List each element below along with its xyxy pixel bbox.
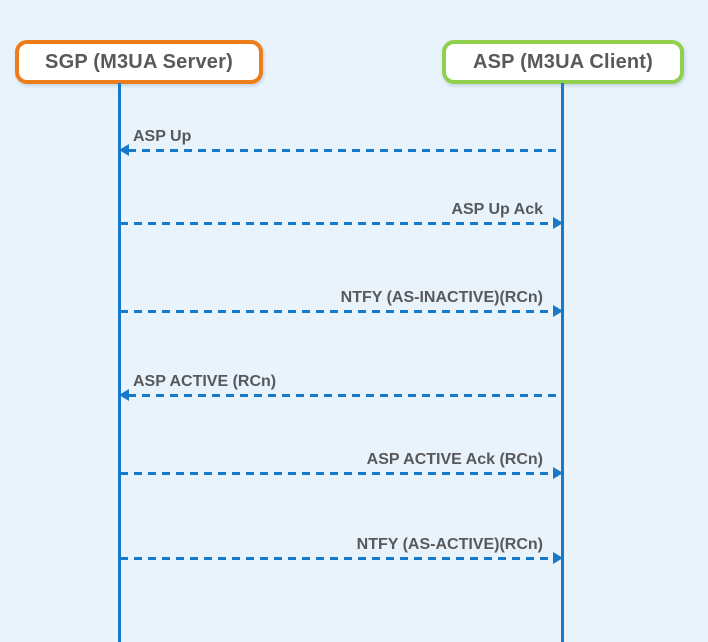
message-label: ASP ACTIVE Ack (RCn): [366, 451, 543, 468]
dashed-arrow-line: [120, 221, 554, 225]
dashed-arrow-line: [120, 309, 554, 313]
arrowhead-right-icon: [553, 467, 563, 479]
asp-lifeline: [561, 83, 564, 642]
dashed-arrow-line: [128, 393, 562, 397]
arrowhead-left-icon: [119, 144, 129, 156]
actor-box-sgp-server: SGP (M3UA Server): [15, 40, 263, 84]
message-label: NTFY (AS-INACTIVE)(RCn): [340, 289, 543, 306]
sgp-lifeline: [118, 83, 121, 642]
arrowhead-right-icon: [553, 217, 563, 229]
dashed-arrow-line: [120, 471, 554, 475]
message-label: ASP ACTIVE (RCn): [133, 373, 277, 390]
dashed-arrow-line: [120, 556, 554, 560]
message-label: NTFY (AS-ACTIVE)(RCn): [356, 536, 543, 553]
actor-box-asp-client: ASP (M3UA Client): [442, 40, 684, 84]
message-label: ASP Up Ack: [451, 201, 543, 218]
arrowhead-right-icon: [553, 552, 563, 564]
arrowhead-right-icon: [553, 305, 563, 317]
actor-sgp-label: SGP (M3UA Server): [45, 50, 233, 73]
dashed-arrow-line: [128, 148, 562, 152]
arrowhead-left-icon: [119, 389, 129, 401]
actor-asp-label: ASP (M3UA Client): [472, 50, 654, 73]
message-label: ASP Up: [133, 128, 192, 145]
